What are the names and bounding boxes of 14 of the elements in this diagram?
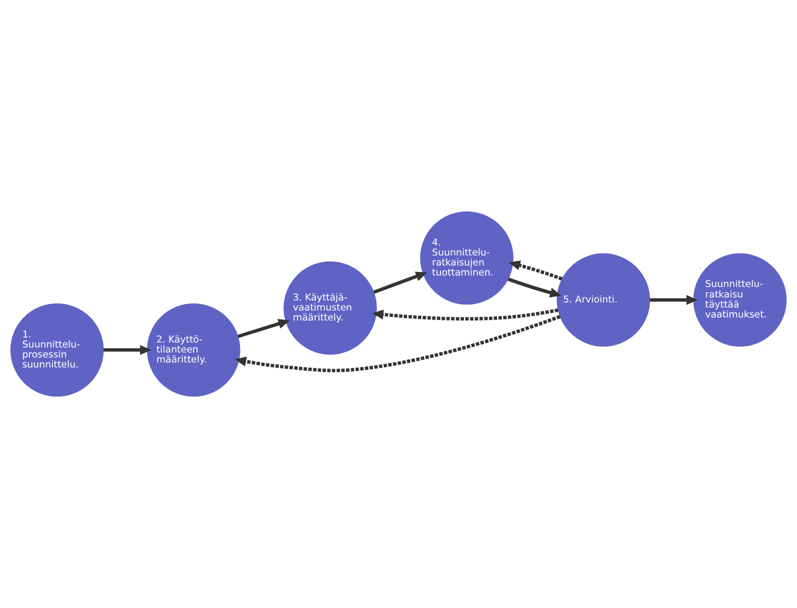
node-circle: 4. Suunnittelu- ratkaisujen tuottaminen. — [420, 211, 514, 305]
node-circle: 2. Käyttö- tilanteen määrittely. — [146, 303, 240, 397]
arrow — [508, 278, 562, 298]
node-circle: Suunnittelu- ratkaisu täyttää vaatimukset. — [693, 253, 787, 347]
arrow — [234, 315, 561, 372]
node-circle: 1. Suunnittelu- prosessin suunnittelu. — [10, 303, 104, 397]
node-circle: 3. Käyttäjä- vaatimusten määrittely. — [284, 261, 377, 355]
arrow — [508, 260, 563, 280]
arrow — [650, 294, 698, 305]
arrow — [372, 308, 558, 321]
arrow — [238, 319, 290, 338]
node-circle: 5. Arviointi. — [556, 253, 650, 347]
arrow — [104, 345, 152, 355]
arrow — [373, 272, 428, 294]
